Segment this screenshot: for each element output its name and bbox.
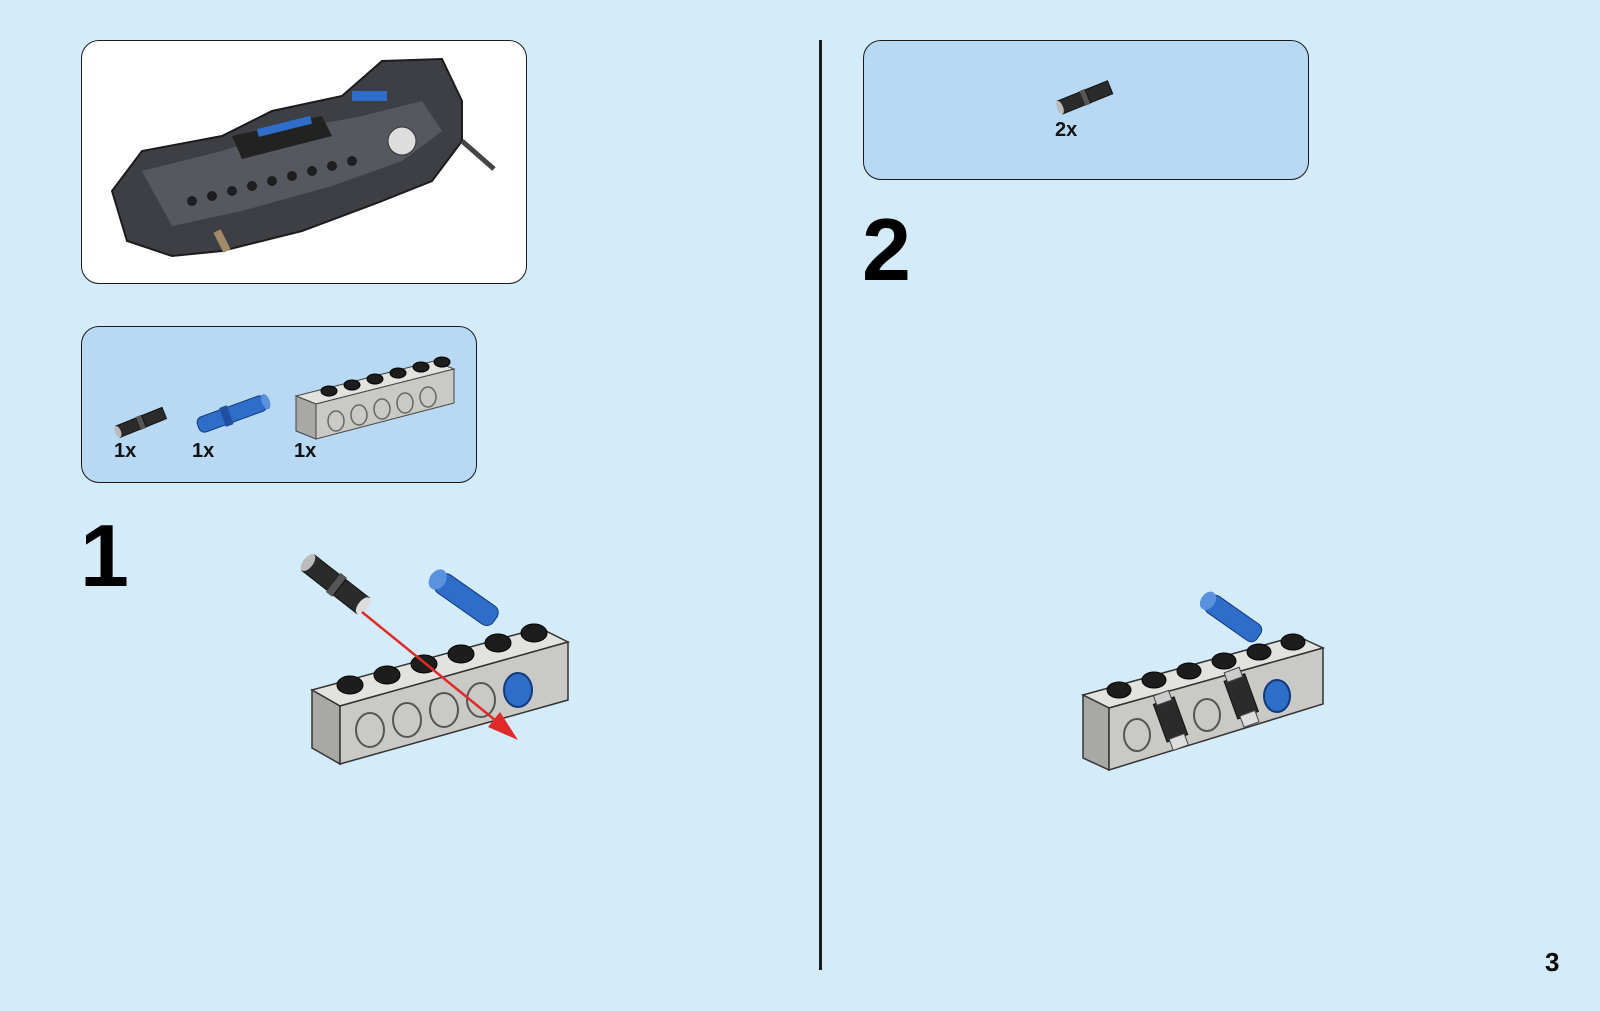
pin-with-bush-icon [1054, 79, 1119, 115]
gray-technic-brick-icon [294, 341, 459, 441]
parts-list-step-1: 1x 1x 1x [81, 326, 477, 483]
part-quantity: 1x [192, 440, 214, 463]
step-1-assembly-illustration [290, 550, 580, 770]
part-quantity: 1x [114, 440, 136, 463]
step-number: 2 [862, 206, 911, 294]
step-number: 1 [80, 512, 129, 600]
part-quantity: 1x [294, 440, 316, 463]
page-divider [819, 40, 822, 970]
page-number: 3 [1545, 947, 1559, 978]
model-vehicle-illustration [82, 41, 528, 285]
blue-axle-pin-icon [190, 392, 275, 437]
step-2-assembly-illustration [1075, 580, 1345, 780]
pin-with-bush-icon [112, 407, 172, 437]
part-quantity: 2x [1055, 119, 1077, 142]
parts-list-step-2: 2x [863, 40, 1309, 180]
completed-model-preview [81, 40, 527, 284]
